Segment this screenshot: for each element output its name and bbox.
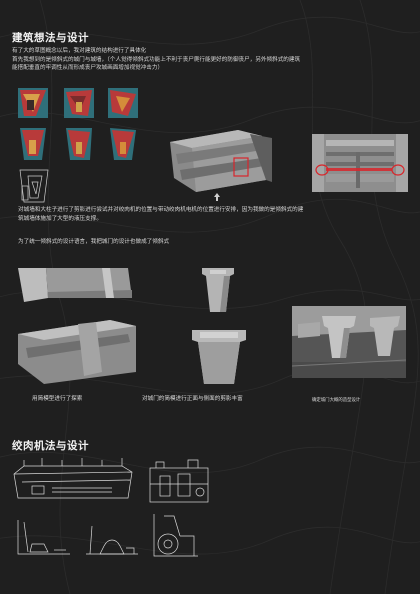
section-title-architecture: 建筑想法与设计 xyxy=(12,32,89,44)
section-title-grinder: 绞肉机法与设计 xyxy=(12,440,89,452)
grinder-side-line-sketch-2 xyxy=(86,525,138,555)
intro-paragraph: 有了大的草图概念以后，我对建筑的结构进行了具体化 首先我想到的是倾斜式的城门与城… xyxy=(12,47,300,73)
intro-line-2: 首先我想到的是倾斜式的城门与城墙，（个人觉得倾斜式功能上不利于丧尸爬行能更好的防… xyxy=(12,56,301,63)
concept-line-sketch xyxy=(19,169,49,203)
grinder-side-line-sketch-1 xyxy=(17,520,70,555)
concept-sketch-4 xyxy=(20,128,46,160)
wall-3d-model xyxy=(170,130,272,192)
intro-line-3: 能搭配垂直的牢调性从而形成丧尸攻城画面增加视觉冲击力） xyxy=(12,65,164,72)
gate-design-render xyxy=(292,306,406,378)
caption-gate-final: 确定城门大概的造型设计 xyxy=(312,398,361,403)
wall-front-elevation xyxy=(312,134,408,192)
structure-line-2: 筑城墙体施加了大型的液压支撑。 xyxy=(18,215,102,222)
gate-design-paragraph: 为了统一倾斜式的设计语言，我把城门的设计也做成了倾斜式 xyxy=(18,239,170,245)
grinder-wall-line-sketch xyxy=(13,458,133,499)
gate-front-model xyxy=(192,330,246,384)
concept-sketch-2 xyxy=(64,88,94,118)
grinder-front-line-sketch xyxy=(149,459,209,503)
concept-sketch-3 xyxy=(108,88,138,118)
grinder-wheel-line-sketch xyxy=(153,514,198,557)
arrow-up-icon xyxy=(214,193,220,201)
simple-model-exploration xyxy=(18,268,136,384)
gate-front-side-models xyxy=(192,268,246,384)
concept-sketch-6 xyxy=(110,128,136,160)
gate-concept-sketches xyxy=(18,88,138,203)
motor-highlight-box xyxy=(233,157,249,177)
structure-line-1: 对城墙和大柱子进行了剪影进行尝试并对绞肉机的位置与带动绞肉机电机的位置进行安排，… xyxy=(18,207,304,213)
gate-side-model xyxy=(202,268,234,312)
structure-paragraph: 对城墙和大柱子进行了剪影进行尝试并对绞肉机的位置与带动绞肉机电机的位置进行安排，… xyxy=(18,206,303,223)
concept-sketch-5 xyxy=(66,128,92,160)
concept-sketch-1 xyxy=(18,88,48,118)
intro-line-1: 有了大的草图概念以后，我对建筑的结构进行了具体化 xyxy=(12,48,147,54)
caption-simple-model: 用简模型进行了探索 xyxy=(32,396,83,402)
caption-gate-silhouette: 对城门的简模进行正面与侧面的剪影丰富 xyxy=(142,396,243,402)
